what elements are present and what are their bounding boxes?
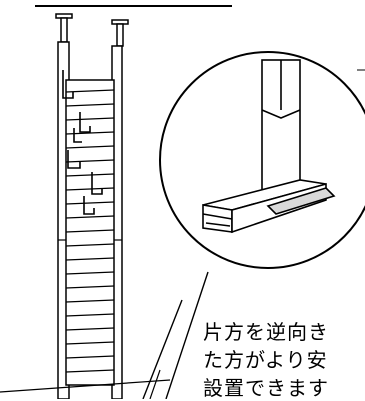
- rack-hooks: [62, 70, 103, 215]
- zoom-pointer-lines: [142, 271, 209, 399]
- rack-slats: [65, 89, 115, 373]
- right-top-cap-neck: [116, 23, 124, 47]
- rack-panel: [65, 79, 115, 386]
- foot-base-detail: [202, 59, 336, 234]
- left-top-cap-neck: [60, 17, 68, 43]
- floor-lines: [0, 369, 171, 399]
